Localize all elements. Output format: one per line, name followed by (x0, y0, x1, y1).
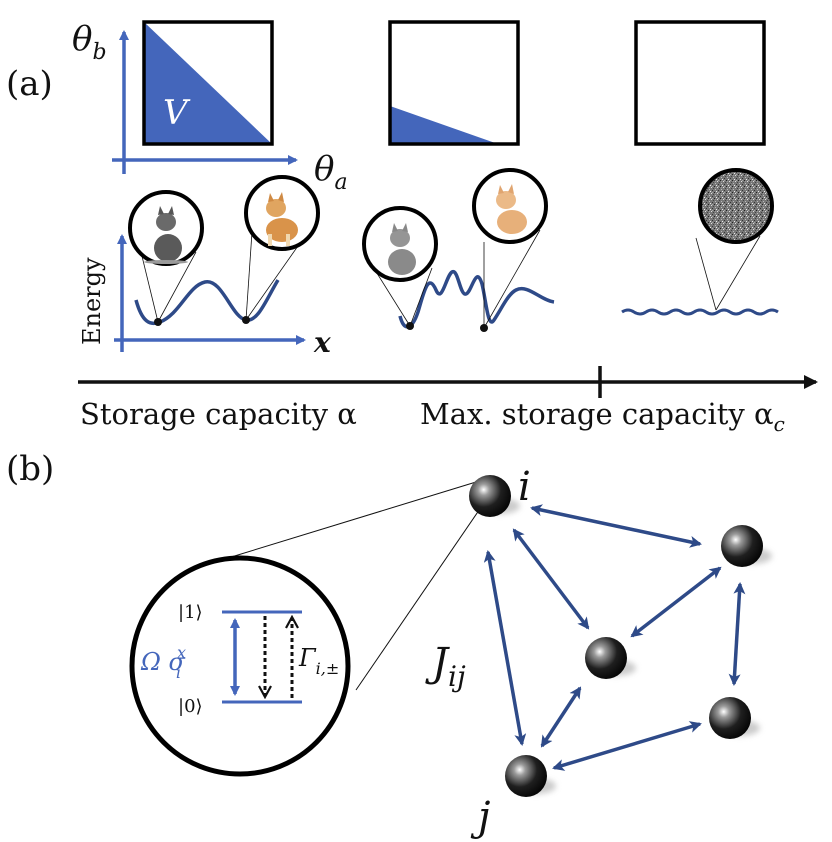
energy-curve-3 (621, 308, 779, 316)
energy-landscape-3 (621, 168, 779, 316)
two-level-inset: |1⟩ |0⟩ Ω σix Γi,± (129, 555, 351, 777)
volume-label: V (163, 93, 191, 133)
edge-right-center (630, 566, 722, 638)
node-right (721, 525, 772, 567)
node-j-label: j (470, 794, 490, 840)
edge-i-center (512, 528, 590, 630)
edge-j-bottomright (552, 721, 702, 771)
node-center (585, 637, 636, 679)
capacity-axis: Storage capacity α Max. storage capacity… (78, 366, 818, 436)
node-bottom-right (709, 697, 760, 739)
basin-box-small (388, 20, 520, 146)
cat-image-grey (128, 190, 204, 266)
panel-b: (b) |1⟩ |0⟩ Ω σix Γi,± (6, 449, 772, 840)
level-1-label: |1⟩ (178, 602, 203, 623)
drive-label: Ω σix (140, 643, 186, 682)
edge-i-j (483, 550, 527, 746)
theta-a-label: θa (314, 149, 348, 195)
basin-volume-small (390, 106, 498, 144)
basin-box-empty (634, 20, 766, 146)
capacity-critical-label: Max. storage capacity αc (420, 397, 785, 436)
cat-image-orange-faded (472, 168, 548, 244)
phase-space-axes: θb θa (72, 19, 348, 195)
panel-b-label: (b) (6, 449, 54, 489)
edge-i-right (530, 504, 702, 548)
capacity-left-label: Storage capacity α (80, 397, 357, 431)
theta-b-label: θb (72, 19, 107, 65)
node-i (469, 475, 520, 517)
node-i-label: i (518, 464, 531, 510)
energy-landscape-2 (362, 168, 555, 332)
decay-label: Γi,± (298, 644, 339, 678)
level-0-label: |0⟩ (178, 696, 203, 717)
basin-volume-large (144, 22, 272, 144)
energy-curve-2 (398, 270, 555, 329)
node-j (505, 755, 556, 797)
panel-a-label: (a) (6, 64, 53, 104)
edge-right-bottomright (728, 582, 746, 686)
energy-landscape-1: Energy x (78, 175, 331, 359)
energy-label: Energy (78, 257, 106, 345)
coupling-label: Jij (425, 640, 466, 693)
edge-center-j (540, 686, 582, 748)
cat-image-grey-faded (362, 206, 438, 282)
x-coordinate-label: x (313, 326, 331, 359)
spin-nodes (469, 475, 772, 797)
coupling-arrows (483, 504, 746, 771)
cat-image-orange (244, 175, 320, 251)
panel-a: (a) θb θa V Energy x (6, 19, 818, 436)
energy-curve-1 (134, 279, 280, 326)
basin-box-large: V (142, 20, 274, 146)
noise-image (698, 168, 774, 244)
